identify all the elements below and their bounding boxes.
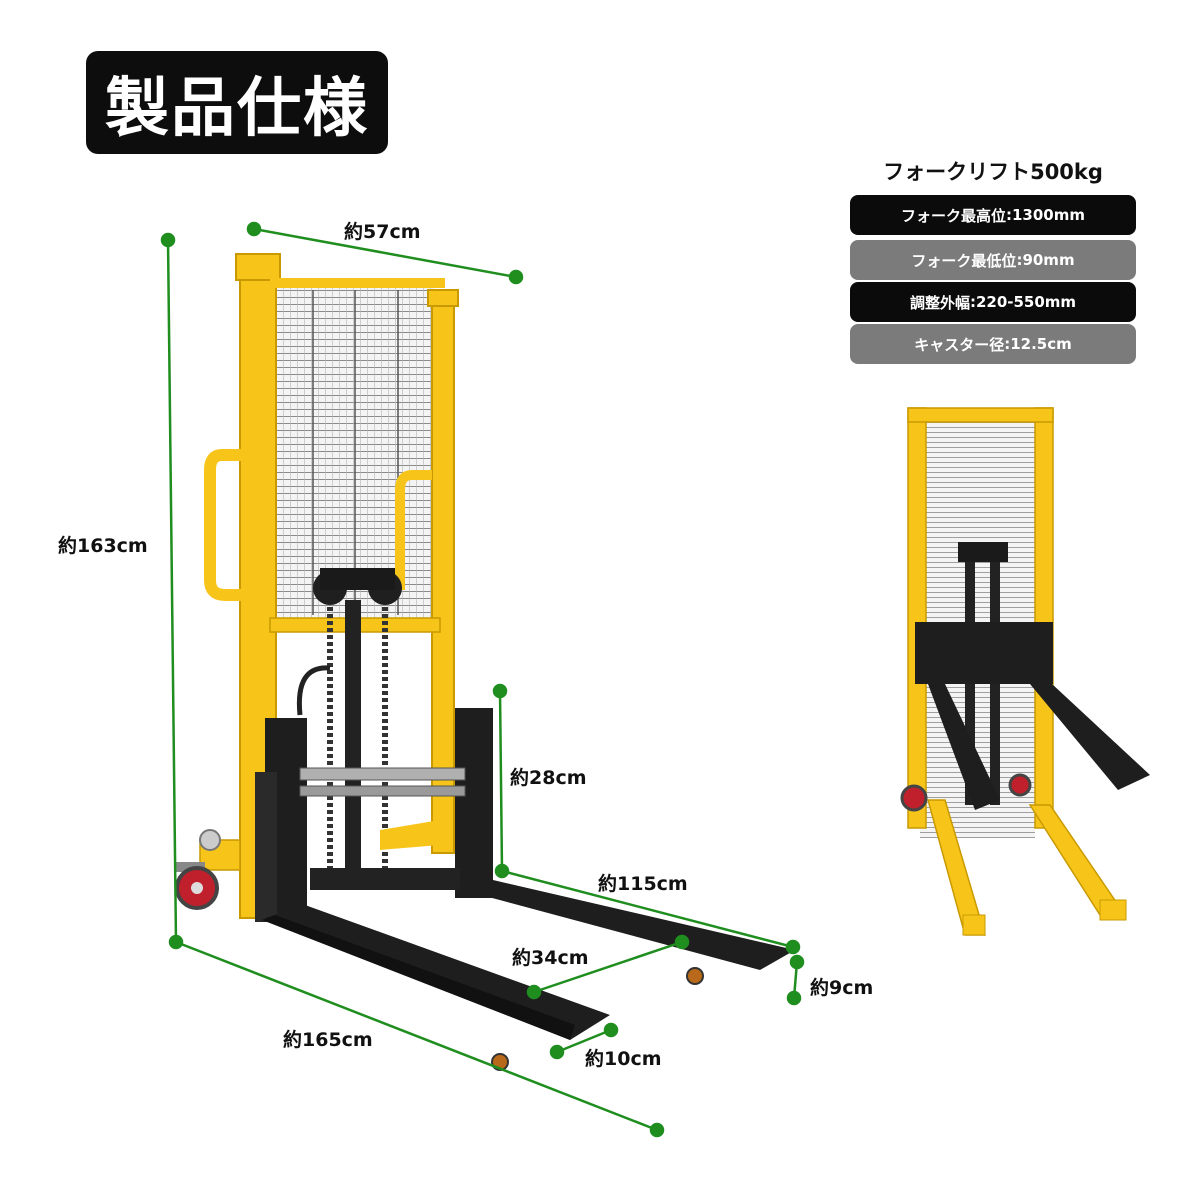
dim-height-label: 約163cm — [58, 535, 148, 557]
spec-row-max-height: フォーク最高位:1300mm — [850, 195, 1136, 235]
main-stacker — [175, 253, 795, 1071]
dimension-lines — [160, 221, 805, 1138]
dim-fork-height-label: 約9cm — [810, 977, 874, 999]
dim-width-label: 約57cm — [344, 221, 421, 243]
spec-row-outer-width: 調整外幅:220-550mm — [850, 282, 1136, 322]
spec-label: 調整外幅 — [909, 293, 970, 312]
spec-row-min-height: フォーク最低位:90mm — [850, 240, 1136, 280]
right-fork — [455, 880, 795, 970]
spec-value: 90mm — [1022, 251, 1075, 269]
page-title: 製品仕様 — [86, 51, 388, 154]
carriage-right-plate — [455, 708, 493, 898]
spec-label: フォーク最高位 — [900, 206, 1006, 225]
handle — [204, 449, 242, 601]
spec-value: 1300mm — [1012, 206, 1086, 224]
dim-fork-width-label: 約10cm — [585, 1048, 662, 1070]
hydraulic-cylinder — [345, 600, 361, 880]
dim-mast-front-label: 約28cm — [510, 767, 587, 789]
spec-label: キャスター径 — [914, 335, 1005, 354]
spec-value: 220-550mm — [975, 293, 1077, 311]
spec-heading: フォークリフト500kg — [883, 160, 1103, 184]
spec-label: フォーク最低位 — [911, 251, 1017, 270]
dim-fork-spacing-label: 約34cm — [512, 947, 589, 969]
spec-row-caster-diameter: キャスター径:12.5cm — [850, 324, 1136, 364]
spec-value: 12.5cm — [1010, 335, 1072, 353]
caster-wheel — [175, 829, 221, 910]
dim-overall-length-label: 約165cm — [283, 1029, 373, 1051]
mesh-guard — [270, 280, 435, 620]
secondary-stacker-photo — [900, 407, 1150, 936]
dim-fork-length-label: 約115cm — [598, 873, 688, 895]
